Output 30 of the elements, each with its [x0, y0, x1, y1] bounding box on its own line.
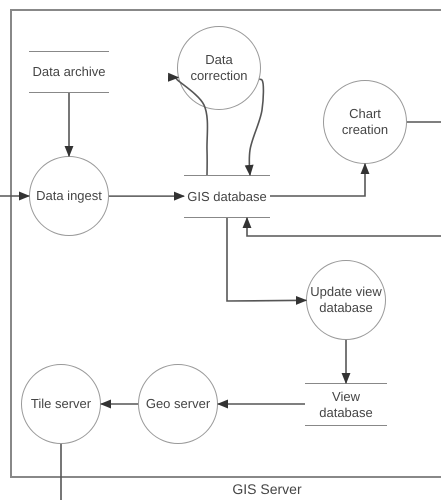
process-label: Update view database — [309, 284, 383, 316]
store-label: GIS database — [187, 188, 267, 204]
process-label: Geo server — [146, 396, 210, 412]
arrow — [226, 218, 308, 305]
store-label: View database — [318, 388, 374, 420]
process-label: Data ingest — [36, 188, 102, 204]
boundary-label: GIS Server — [231, 481, 303, 498]
data-store — [184, 175, 270, 218]
process-circle — [323, 80, 407, 164]
arrow — [342, 340, 350, 384]
process-label: Data correction — [189, 52, 249, 84]
process-circle — [306, 260, 386, 340]
arrow — [0, 192, 30, 200]
process-label: Tile server — [30, 396, 92, 412]
arrow — [109, 192, 186, 201]
arrow — [216, 400, 305, 408]
process-circle — [138, 364, 218, 444]
process-circle — [29, 156, 109, 236]
arrow — [168, 72, 208, 176]
data-store — [305, 383, 387, 426]
data-store — [29, 51, 109, 93]
arrow — [242, 216, 441, 237]
store-label: Data archive — [32, 64, 106, 80]
arrow — [64, 93, 74, 158]
arrow — [270, 162, 370, 197]
process-circle — [21, 364, 101, 444]
process-label: Chart creation — [340, 106, 390, 138]
arrow — [100, 400, 138, 408]
arrow — [244, 78, 264, 176]
process-circle — [177, 26, 261, 110]
